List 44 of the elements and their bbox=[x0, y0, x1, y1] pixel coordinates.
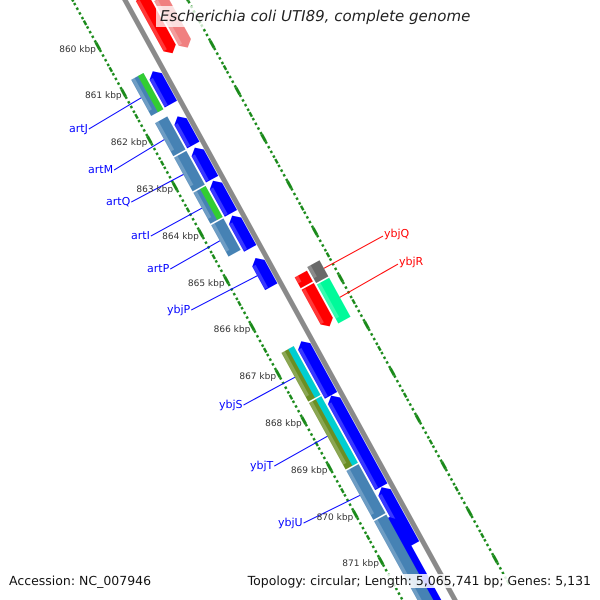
gene-label: ybjU bbox=[278, 517, 303, 530]
gene-label: ybjS bbox=[219, 399, 243, 412]
leader-line bbox=[114, 139, 165, 171]
gene-label: ybjP bbox=[167, 304, 190, 316]
scale-label: 860 kbp bbox=[59, 46, 96, 56]
scale-label: 867 kbp bbox=[239, 373, 276, 384]
gene-label: artI bbox=[131, 230, 150, 242]
leader-line bbox=[170, 240, 220, 270]
accession-text: Accession: NC_007946 bbox=[9, 574, 152, 588]
leader-line bbox=[88, 97, 142, 130]
gene-label: artQ bbox=[106, 196, 130, 208]
leader-line bbox=[303, 494, 360, 524]
gene-bar bbox=[131, 72, 164, 116]
gene-feature bbox=[252, 258, 278, 290]
leader-line bbox=[243, 376, 296, 406]
scale-label: 866 kbp bbox=[214, 326, 250, 336]
leader-line bbox=[323, 236, 384, 269]
gene-bar bbox=[155, 116, 186, 156]
gene-label: ybjR bbox=[399, 256, 424, 268]
gene-label: artJ bbox=[69, 123, 88, 136]
scale-label: 861 kbp bbox=[84, 92, 122, 102]
scale-label: 869 kbp bbox=[290, 466, 328, 477]
scale-label: 865 kbp bbox=[188, 280, 225, 290]
gene-label: ybjQ bbox=[384, 228, 410, 240]
scale-label: 868 kbp bbox=[265, 420, 302, 430]
leader-line bbox=[130, 174, 184, 203]
scale-label: 871 kbp bbox=[342, 560, 379, 570]
gene-label: artM bbox=[88, 164, 114, 176]
leader-line bbox=[190, 275, 258, 311]
gene-bar bbox=[211, 218, 241, 257]
scale-label: 870 kbp bbox=[316, 514, 354, 524]
scale-label: 863 kbp bbox=[136, 186, 174, 196]
leader-line bbox=[339, 264, 398, 298]
gene-bar bbox=[307, 260, 328, 284]
gene-bar bbox=[174, 150, 205, 192]
scale-label: 864 kbp bbox=[162, 232, 199, 243]
gene-bar bbox=[316, 278, 351, 324]
leader-line bbox=[150, 208, 202, 237]
genome-info-text: Topology: circular; Length: 5,065,741 bp; Genes: 5,131 bbox=[248, 574, 591, 588]
gene-bar bbox=[281, 346, 320, 402]
gene-label: ybjT bbox=[250, 460, 274, 472]
scale-label: 862 kbp bbox=[110, 139, 148, 150]
gene-bar bbox=[193, 186, 223, 224]
gene-label: artP bbox=[147, 263, 170, 276]
